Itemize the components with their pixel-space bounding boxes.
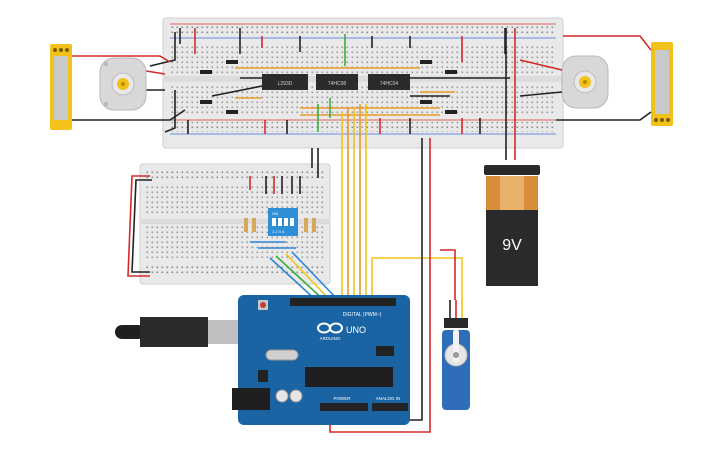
small-breadboard[interactable] (139, 163, 331, 285)
main-board-wires (149, 28, 516, 160)
dip-on-label: ON (272, 211, 278, 216)
analog-header-label: ANALOG IN (376, 396, 401, 401)
battery-voltage-label: 9V (502, 237, 522, 254)
chip-74hc08[interactable]: 74HC08 (316, 74, 358, 90)
reset-button-cap (260, 302, 266, 308)
battery-9v[interactable]: 9V (484, 165, 540, 286)
arduino-brand-label: ARDUINO (320, 336, 341, 341)
arduino-model-label: UNO (346, 325, 366, 335)
dip-numbers: 1 2 3 4 (272, 229, 285, 234)
small-board-wires (127, 148, 341, 303)
resistor-array (244, 218, 316, 232)
main-breadboard[interactable] (162, 17, 564, 149)
chip-74hc04[interactable]: 74HC04 (368, 74, 410, 90)
chip-74hc08-label: 74HC08 (328, 81, 347, 87)
chip-l293d[interactable]: L293D (262, 74, 308, 90)
power-header-label: POWER (333, 396, 351, 401)
arduino-logo: ARDUINO (317, 322, 343, 341)
right-motor-wires (519, 35, 652, 121)
dip-switch[interactable]: ON 1 2 3 4 (268, 208, 298, 236)
main-board-parts (200, 60, 457, 114)
potentiometer-left[interactable] (50, 44, 72, 130)
potentiometer-right[interactable] (651, 42, 673, 126)
servo-motor[interactable] (442, 300, 470, 410)
dc-motor-right[interactable] (561, 55, 609, 109)
chip-l293d-label: L293D (278, 81, 293, 87)
chip-74hc04-label: 74HC04 (380, 81, 399, 87)
digital-header-label: DIGITAL (PWM~) (343, 312, 382, 318)
dc-motor-left[interactable] (99, 57, 147, 111)
arduino-uno[interactable]: DIGITAL (PWM~) ARDUINO UNO POWER ANALOG … (232, 295, 410, 425)
